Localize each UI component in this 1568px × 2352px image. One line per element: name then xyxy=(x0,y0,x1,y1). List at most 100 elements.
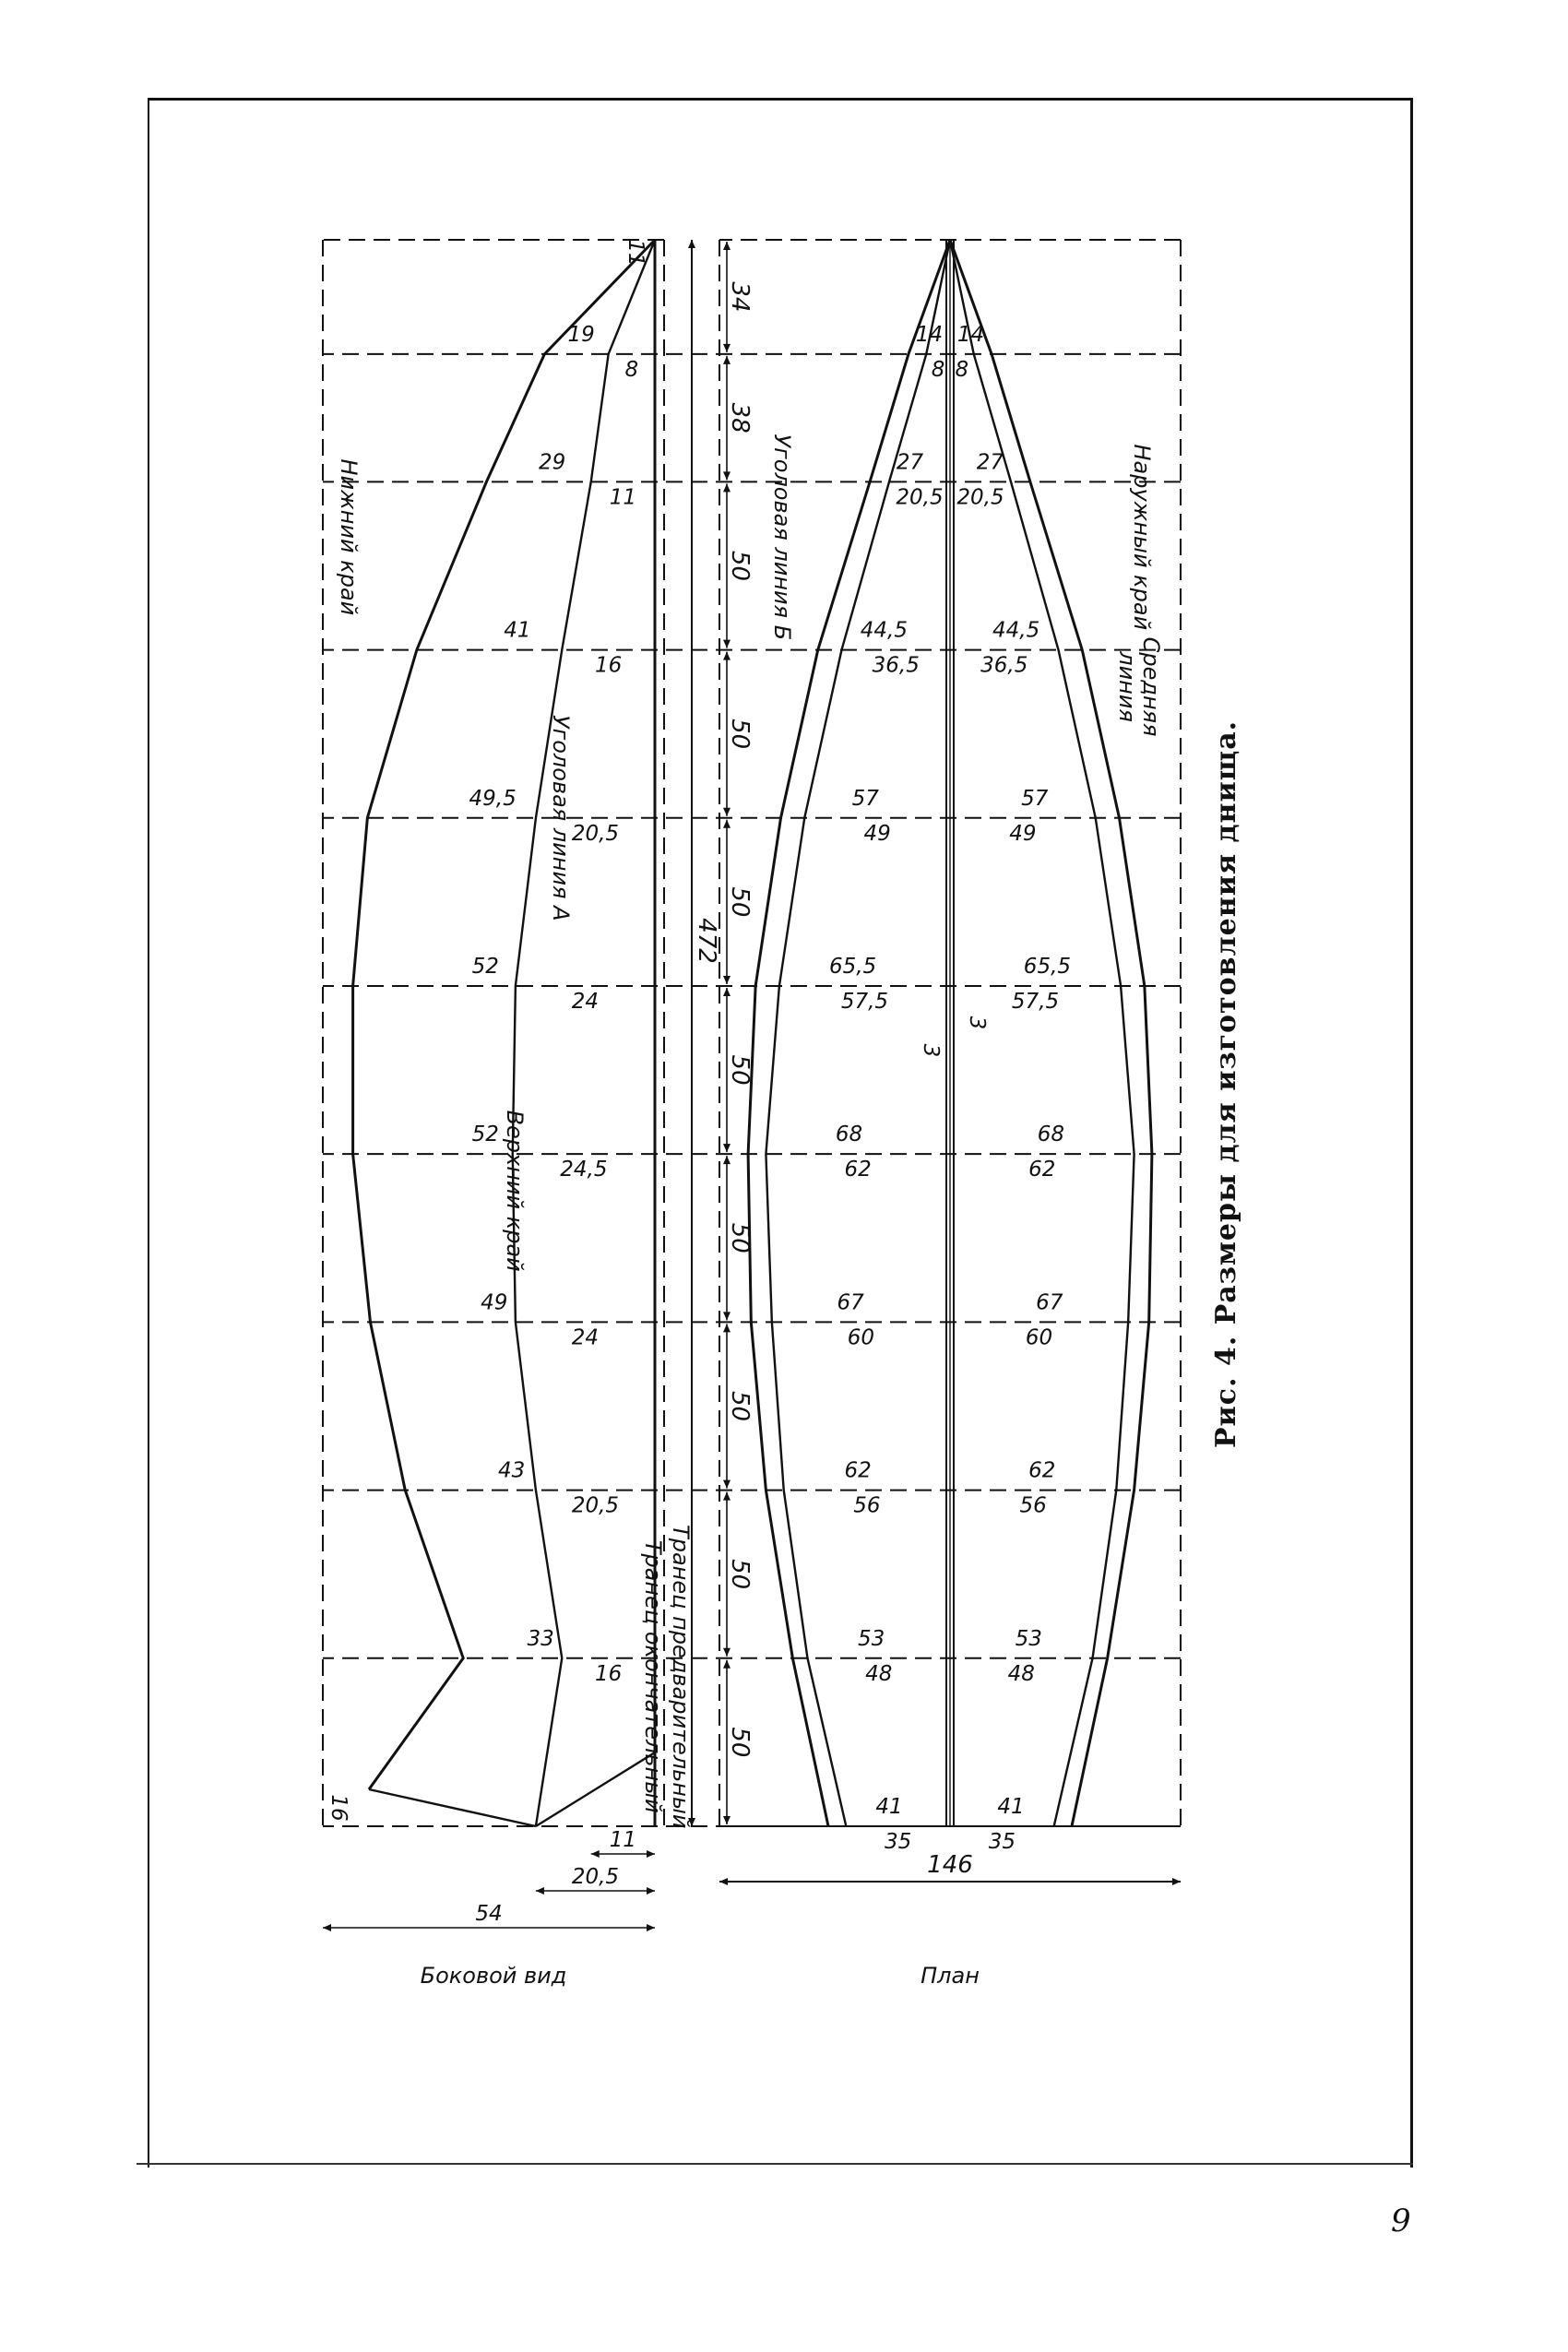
side-chine-label-4: 20,5 xyxy=(572,822,619,846)
plan-chine-label-right-6: 62 xyxy=(845,1158,872,1182)
spacing-label-4: 50 xyxy=(726,719,754,749)
plan-outer-label-left-3: 44,5 xyxy=(992,619,1039,643)
spacing-arrow-b-5 xyxy=(723,975,731,984)
plan-outer-label-left-7: 67 xyxy=(1036,1290,1063,1314)
side-lower-label-9: 33 xyxy=(527,1627,553,1651)
plan-chine-label-left-6: 62 xyxy=(1028,1158,1055,1182)
spacing-label-5: 50 xyxy=(726,886,754,917)
spacing-label-10: 50 xyxy=(726,1727,754,1757)
plan-title: План xyxy=(921,1963,980,1989)
side-lower-label-8: 43 xyxy=(498,1459,525,1483)
side-lower-label-6: 52 xyxy=(472,1123,499,1146)
plan-chine-label-left-3: 36,5 xyxy=(980,654,1028,678)
spacing-arrow-b-1 xyxy=(723,343,731,352)
spacing-arrow-b-6 xyxy=(723,1144,731,1153)
figure-caption: Рис. 4. Размеры для изготовления днища. xyxy=(1210,719,1242,1448)
plan-outer-label-left-2: 27 xyxy=(977,450,1004,474)
side-lower-label-3: 41 xyxy=(504,619,530,643)
side-chine-label-9: 16 xyxy=(595,1662,622,1686)
spacing-arrow-b-2 xyxy=(723,471,731,481)
plan-outer-label-right-7: 67 xyxy=(837,1290,865,1314)
plan-chine-label-right-4: 49 xyxy=(863,822,890,846)
plan-chine-label-right-3: 36,5 xyxy=(873,654,920,678)
plan-chine-label-left-7: 60 xyxy=(1026,1325,1052,1349)
plan-outer-label-left-9: 53 xyxy=(1016,1627,1042,1651)
plan-outer-label-right-9: 53 xyxy=(858,1627,885,1651)
spacing-arrow-a-4 xyxy=(723,651,731,660)
side-chine-label-3: 16 xyxy=(595,654,622,678)
spacing-label-1: 34 xyxy=(726,281,754,312)
transom-height-label: 16 xyxy=(327,1794,350,1821)
label-middle-line-1: Средняя xyxy=(1138,637,1164,737)
plan-chine-label-left-4: 49 xyxy=(1009,822,1036,846)
frame-bottom-rule xyxy=(137,2163,1413,2165)
transom-chine-dim-label: 20,5 xyxy=(572,1865,619,1889)
plan-outer-label-left-4: 57 xyxy=(1021,787,1049,811)
spacing-arrow-b-9 xyxy=(723,1647,731,1657)
side-chine-label-5: 24 xyxy=(572,990,599,1014)
spacing-arrow-b-7 xyxy=(723,1312,731,1321)
transom-final-line xyxy=(368,1788,537,1828)
transom-total-dim-arrow-a xyxy=(647,1924,655,1931)
plan-chine-label-right-8: 56 xyxy=(853,1494,880,1518)
figure-caption-wrap: Рис. 4. Размеры для изготовления днища. xyxy=(1199,719,1254,1448)
label-chine-a: Уголовая линия А xyxy=(548,715,574,921)
plan-outer-edge-left xyxy=(948,239,1154,1827)
plan-outer-edge-right xyxy=(746,239,952,1827)
spacing-arrow-a-9 xyxy=(723,1491,731,1501)
frame-top-rule xyxy=(148,98,1413,101)
overall-width-arrow-b xyxy=(719,1878,728,1885)
transom-preliminary-line xyxy=(535,1751,656,1828)
spacing-arrow-a-2 xyxy=(723,355,731,364)
side-chine-label-2: 11 xyxy=(610,485,636,509)
plan-chine-label-right-5: 57,5 xyxy=(841,990,888,1014)
plan-outer-label-right-1: 14 xyxy=(916,323,943,347)
page-number: 9 xyxy=(1391,2203,1411,2239)
side-chine-label-8: 20,5 xyxy=(572,1494,619,1518)
spacing-arrow-b-8 xyxy=(723,1479,731,1489)
transom-offset-dim-arrow-b xyxy=(590,1850,600,1858)
plan-outer-label-left-10: 41 xyxy=(997,1795,1024,1819)
spacing-arrow-a-10 xyxy=(723,1659,731,1669)
drawing-svg: 141488272720,520,544,544,536,536,5575749… xyxy=(322,238,1182,1989)
plan-outer-label-right-2: 27 xyxy=(897,450,924,474)
label-middle-line-2: линия xyxy=(1114,650,1140,722)
side-title: Боковой вид xyxy=(421,1963,567,1989)
side-lower-label-5: 52 xyxy=(472,955,499,979)
plan-view: 141488272720,520,544,544,536,536,5575749… xyxy=(688,239,1181,1989)
transom-offset-dim-arrow-a xyxy=(647,1850,655,1858)
plan-outer-label-right-5: 65,5 xyxy=(829,955,876,979)
plan-chine-label-left-5: 57,5 xyxy=(1012,990,1059,1014)
side-lower-label-7: 49 xyxy=(481,1290,507,1314)
label-transom-pre: Транец предварительный xyxy=(668,1525,694,1828)
plan-chine-label-left-1: 8 xyxy=(956,358,969,382)
spacing-arrow-a-3 xyxy=(723,483,731,493)
transom-total-dim-label: 54 xyxy=(475,1902,502,1926)
label-lower-edge: Нижний край xyxy=(336,458,362,615)
overall-length-arrow-a xyxy=(688,240,695,248)
plan-chine-label-right-9: 48 xyxy=(865,1662,892,1686)
label-transom-fin: Транец окончательный xyxy=(640,1540,666,1813)
frame-right-rule xyxy=(1410,98,1413,2168)
overall-width-arrow-a xyxy=(1172,1878,1181,1885)
overall-length-arrow-b xyxy=(688,1818,695,1826)
plan-outer-label-right-8: 62 xyxy=(845,1459,872,1483)
side-lower-label-4: 49,5 xyxy=(469,787,517,811)
side-chine-label-1: 8 xyxy=(624,358,638,382)
transom-offset-dim-label: 11 xyxy=(610,1828,636,1852)
spacing-arrow-b-3 xyxy=(723,639,731,648)
side-lower-label-1: 19 xyxy=(568,323,595,347)
side-lower-edge xyxy=(351,238,657,1790)
plan-chine-label-right-10: 35 xyxy=(885,1830,911,1854)
frame-left-rule xyxy=(148,98,149,2168)
transom-chine-dim-arrow-b xyxy=(535,1887,544,1895)
side-view: 1982911411649,520,552245224,549244320,53… xyxy=(323,238,694,1989)
spacing-label-3: 50 xyxy=(726,551,754,581)
plan-outer-label-left-6: 68 xyxy=(1038,1123,1064,1146)
plan-chine-left xyxy=(948,239,1135,1827)
spacing-label-9: 50 xyxy=(726,1559,754,1589)
plan-chine-label-left-8: 56 xyxy=(1019,1494,1046,1518)
side-chine-label-6: 24,5 xyxy=(560,1158,607,1182)
keel-width-label-a: 3 xyxy=(965,1016,989,1030)
